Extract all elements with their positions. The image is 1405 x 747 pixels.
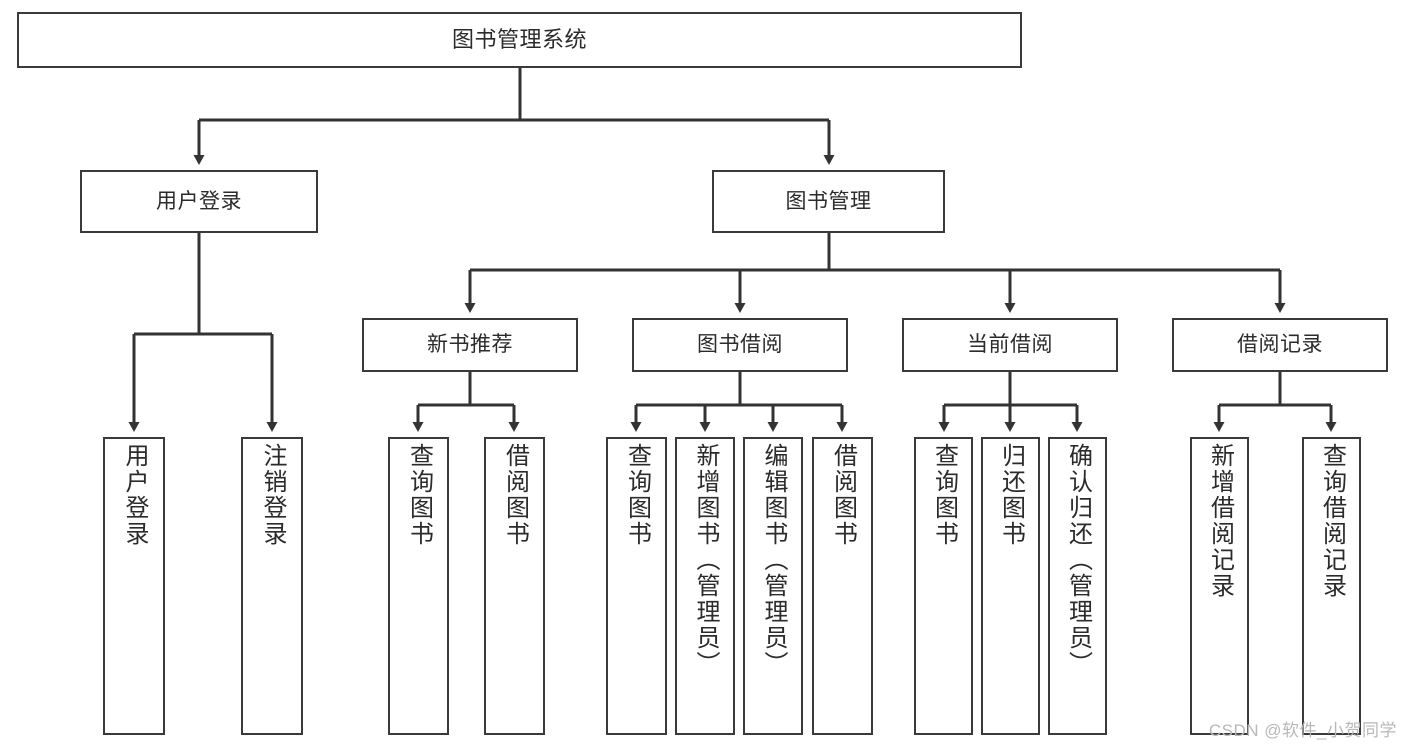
leaf-add-book-label: 新增图书（管理员） (692, 443, 719, 677)
leaf-add-record[interactable]: 新增借阅记录 (1190, 437, 1249, 735)
node-book-management-label: 图书管理 (785, 189, 872, 213)
csdn-watermark: CSDN @软件_小贺同学 (1208, 721, 1397, 740)
node-user-login[interactable]: 用户登录 (80, 170, 318, 233)
leaf-logout-login[interactable]: 注销登录 (241, 437, 303, 735)
node-new-book-recommend-label: 新书推荐 (427, 333, 513, 357)
node-current-borrow-label: 当前借阅 (967, 333, 1053, 357)
node-new-book-recommend[interactable]: 新书推荐 (362, 318, 578, 372)
leaf-query-book-3[interactable]: 查询图书 (914, 437, 973, 735)
node-current-borrow[interactable]: 当前借阅 (902, 318, 1118, 372)
leaf-borrow-book-1[interactable]: 借阅图书 (484, 437, 545, 735)
leaf-query-book-2-label: 查询图书 (623, 443, 651, 547)
leaf-borrow-book-2[interactable]: 借阅图书 (812, 437, 873, 735)
node-root[interactable]: 图书管理系统 (17, 12, 1022, 68)
node-root-label: 图书管理系统 (451, 26, 587, 52)
leaf-add-record-label: 新增借阅记录 (1206, 443, 1234, 599)
leaf-query-book-1-label: 查询图书 (405, 443, 433, 547)
leaf-borrow-book-1-label: 借阅图书 (501, 443, 529, 547)
node-book-management[interactable]: 图书管理 (712, 170, 945, 233)
leaf-query-record-label: 查询借阅记录 (1318, 443, 1346, 599)
node-borrow-record[interactable]: 借阅记录 (1172, 318, 1388, 372)
leaf-add-book[interactable]: 新增图书（管理员） (675, 437, 735, 735)
leaf-borrow-book-2-label: 借阅图书 (829, 443, 857, 547)
leaf-logout-login-label: 注销登录 (259, 443, 286, 547)
leaf-query-book-1[interactable]: 查询图书 (388, 437, 449, 735)
node-user-login-label: 用户登录 (156, 189, 242, 213)
leaf-user-login[interactable]: 用户登录 (103, 437, 165, 735)
leaf-confirm-return[interactable]: 确认归还（管理员） (1048, 437, 1107, 735)
leaf-user-login-label: 用户登录 (121, 443, 148, 547)
leaf-return-book[interactable]: 归还图书 (981, 437, 1040, 735)
leaf-edit-book[interactable]: 编辑图书（管理员） (743, 437, 803, 735)
leaf-confirm-return-label: 确认归还（管理员） (1064, 443, 1092, 677)
leaf-return-book-label: 归还图书 (997, 443, 1025, 547)
leaf-query-record[interactable]: 查询借阅记录 (1302, 437, 1361, 735)
node-book-borrow-label: 图书借阅 (697, 333, 783, 357)
leaf-edit-book-label: 编辑图书（管理员） (760, 443, 787, 677)
node-book-borrow[interactable]: 图书借阅 (632, 318, 848, 372)
leaf-query-book-2[interactable]: 查询图书 (606, 437, 667, 735)
node-borrow-record-label: 借阅记录 (1237, 333, 1323, 357)
leaf-query-book-3-label: 查询图书 (930, 443, 958, 547)
